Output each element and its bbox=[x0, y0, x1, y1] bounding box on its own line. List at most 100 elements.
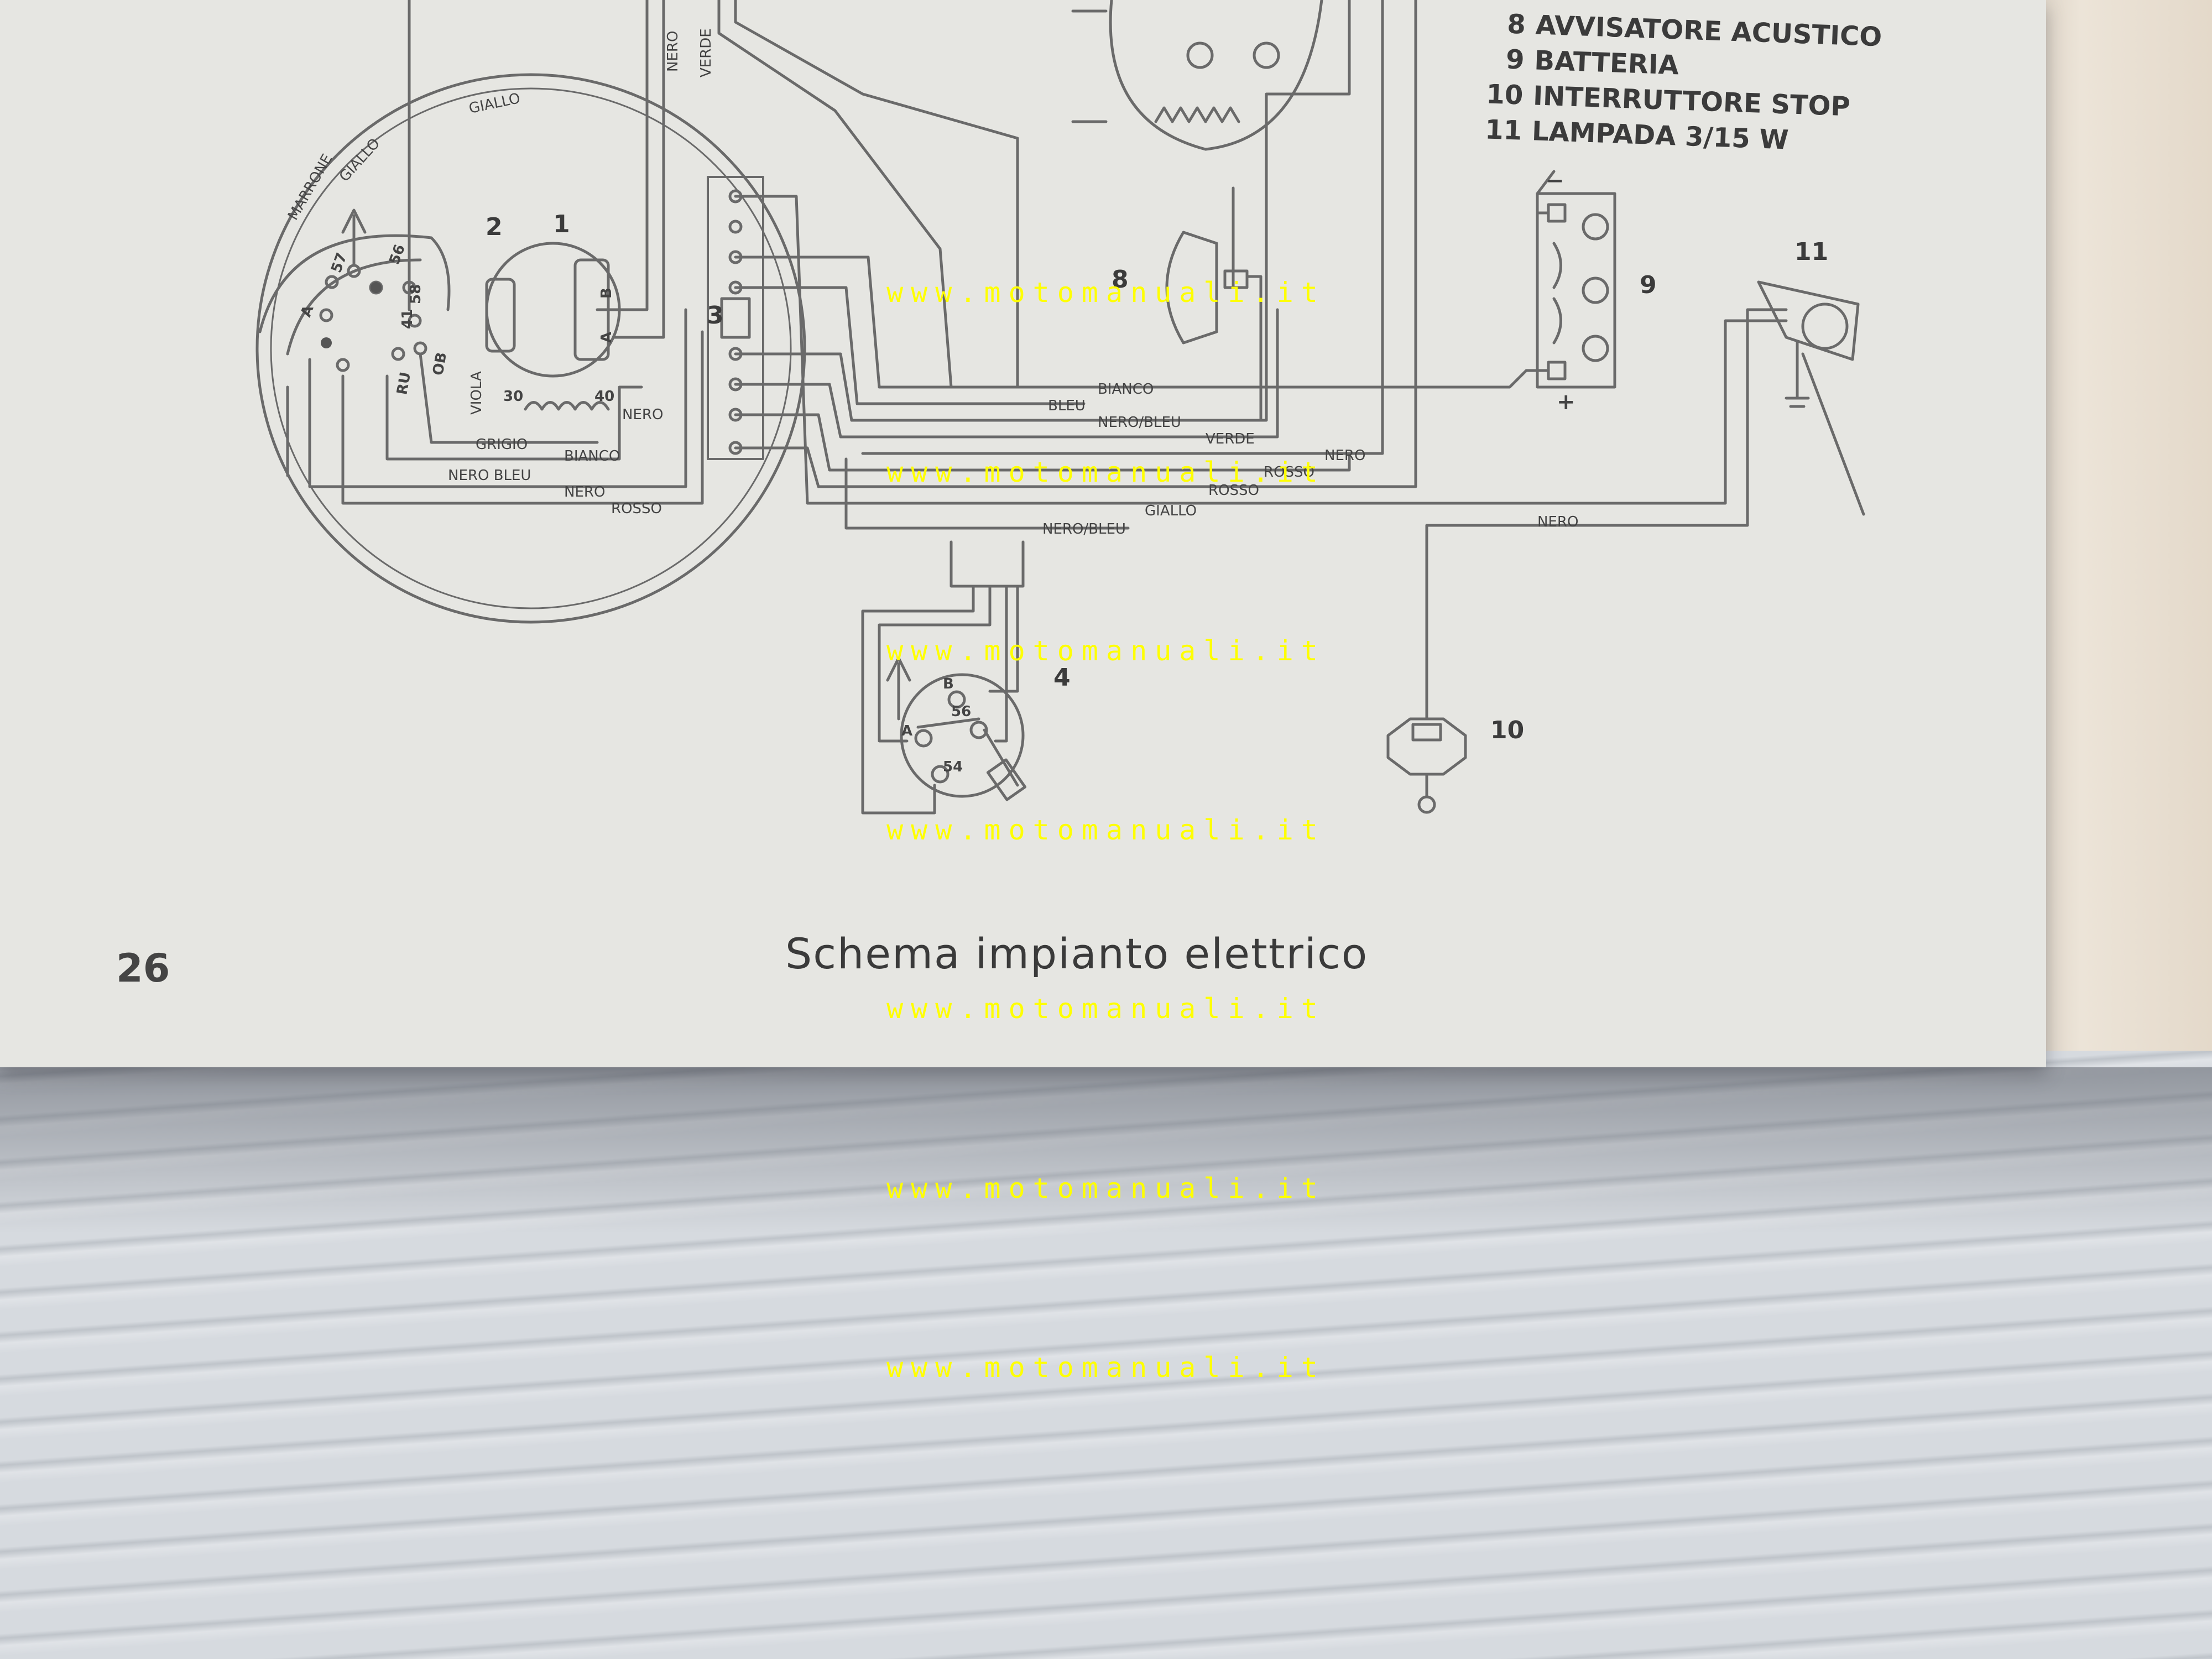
stop-lamp-ground bbox=[1785, 341, 1810, 408]
wire-bleu bbox=[734, 286, 1086, 405]
regulator-terminal-A: A bbox=[901, 723, 912, 739]
regulator-arrow bbox=[886, 656, 911, 721]
horn-terminal bbox=[1223, 269, 1249, 289]
wire-label-nero-r: NERO bbox=[1324, 447, 1365, 464]
component-number-9: 9 bbox=[1640, 271, 1657, 299]
terminal-OB: OB bbox=[430, 351, 450, 377]
wire-battery-minus bbox=[1536, 170, 1556, 215]
watermark: www.motomanuali.it bbox=[886, 1352, 1326, 1384]
wire-label-bleu-r: BLEU bbox=[1048, 398, 1086, 414]
coil-body bbox=[485, 278, 516, 353]
headlamp-bulb bbox=[1186, 41, 1214, 69]
stop-switch-body bbox=[1386, 717, 1467, 776]
wire-label-giallo-r: GIALLO bbox=[1145, 503, 1197, 519]
switch-arc-inner bbox=[286, 258, 422, 356]
wire-label-giallo-a: GIALLO bbox=[336, 135, 383, 185]
terminal-B: B bbox=[598, 288, 615, 299]
wire-top-3 bbox=[612, 0, 665, 339]
regulator-lever bbox=[983, 728, 1019, 787]
wire-top-2 bbox=[596, 0, 649, 311]
component-number-1: 1 bbox=[553, 210, 570, 238]
terminal-RU: RU bbox=[394, 371, 414, 396]
magneto-inner-circle bbox=[270, 87, 792, 609]
component-number-2: 2 bbox=[486, 213, 503, 241]
wire-label-bianco-l: BIANCO bbox=[564, 448, 620, 465]
headlamp-coil bbox=[1154, 106, 1240, 123]
wiring-diagram: 2 1 3 4 8 9 10 11 MARRONE GIALLO GIALLO … bbox=[255, 0, 1865, 815]
wire-label-nero-bleu-bottom: NERO/BLEU bbox=[1042, 521, 1126, 538]
wire-label-nero-bleu-r: NERO/BLEU bbox=[1098, 414, 1181, 431]
component-number-10: 10 bbox=[1490, 716, 1524, 744]
stop-switch-terminal bbox=[1411, 723, 1442, 742]
wire-label-grigio: GRIGIO bbox=[476, 436, 528, 453]
wire-label-rosso-r2: ROSSO bbox=[1208, 482, 1259, 499]
diagram-caption: Schema impianto elettrico bbox=[785, 929, 1369, 978]
junction-fuse bbox=[720, 297, 751, 339]
regulator-contact bbox=[916, 717, 980, 729]
wire-rosso-r bbox=[734, 446, 1246, 488]
terminal-40: 40 bbox=[594, 388, 614, 405]
stop-lamp-rod bbox=[1801, 352, 1865, 516]
regulator-terminal-B: B bbox=[943, 676, 954, 692]
junction-block bbox=[707, 176, 764, 460]
magneto-harness bbox=[286, 308, 704, 505]
headlamp-arc bbox=[1109, 0, 1323, 151]
magneto-outer-circle bbox=[255, 73, 806, 624]
battery-minus-sign: − bbox=[1546, 168, 1564, 194]
wire-label-rosso-l: ROSSO bbox=[611, 500, 662, 517]
coil-terminal-block bbox=[573, 258, 610, 361]
watermark: www.motomanuali.it bbox=[886, 1172, 1326, 1204]
terminal-A2: A bbox=[598, 332, 615, 343]
wire-giallo bbox=[734, 195, 1788, 505]
battery-body bbox=[1536, 192, 1616, 389]
switch-arc bbox=[258, 234, 451, 333]
watermark: www.motomanuali.it bbox=[886, 456, 1326, 488]
page-shadow bbox=[0, 1067, 2212, 1233]
battery-pos-terminal bbox=[1547, 361, 1567, 380]
component-number-8: 8 bbox=[1112, 265, 1129, 294]
stop-lamp-bulb bbox=[1801, 302, 1849, 350]
headlamp-indicator bbox=[1253, 41, 1280, 69]
wire-label-nero-stop: NERO bbox=[1537, 514, 1578, 530]
regulator-housing bbox=[900, 673, 1025, 798]
watermark: www.motomanuali.it bbox=[886, 814, 1326, 846]
wire-nero-stop bbox=[1425, 308, 1788, 527]
battery-neg-terminal bbox=[1547, 203, 1567, 223]
watermark: www.motomanuali.it bbox=[886, 276, 1326, 309]
component-number-4: 4 bbox=[1053, 664, 1071, 692]
wire-nero-bleu bbox=[734, 275, 1262, 422]
page-number: 26 bbox=[116, 946, 170, 991]
watermark: www.motomanuali.it bbox=[886, 993, 1326, 1025]
watermark: www.motomanuali.it bbox=[886, 635, 1326, 667]
regulator-stub bbox=[950, 540, 1025, 588]
regulator-terminal-54: 54 bbox=[943, 759, 963, 775]
terminal-30: 30 bbox=[503, 388, 523, 405]
wire-top-4 bbox=[717, 0, 953, 389]
wire-label-viola: VIOLA bbox=[468, 371, 485, 415]
coil-winding bbox=[524, 401, 610, 411]
switch-lever-arrow bbox=[341, 208, 367, 267]
wire-label-verde-r: VERDE bbox=[1206, 431, 1255, 447]
regulator-terminal-56: 56 bbox=[951, 703, 971, 720]
adjacent-page-edge bbox=[2024, 0, 2212, 1051]
wire-label-verde-top: VERDE bbox=[698, 28, 714, 77]
wire-label-bianco-r: BIANCO bbox=[1098, 381, 1154, 398]
wire-label-nero-top: NERO bbox=[665, 31, 681, 72]
wire-top-6 bbox=[872, 0, 1417, 488]
stop-lamp-housing bbox=[1757, 280, 1860, 361]
regulator-wires bbox=[861, 585, 1019, 815]
battery-plus-sign: + bbox=[1557, 389, 1575, 415]
wire-label-nero-l: NERO bbox=[564, 484, 605, 500]
wire-nero-r bbox=[734, 413, 1351, 472]
component-number-3: 3 bbox=[707, 301, 724, 330]
component-number-11: 11 bbox=[1794, 238, 1828, 266]
wire-label-rosso-r1: ROSSO bbox=[1264, 464, 1314, 481]
wire-top-7 bbox=[861, 0, 1384, 455]
manual-page: 2 1 3 4 8 9 10 11 MARRONE GIALLO GIALLO … bbox=[0, 0, 2046, 1067]
wire-label-nero-bleu-l: NERO BLEU bbox=[448, 467, 531, 484]
wire-top-5 bbox=[734, 0, 1019, 389]
horn-body bbox=[1165, 231, 1218, 345]
wire-nero-bleu-bottom bbox=[844, 457, 1130, 530]
